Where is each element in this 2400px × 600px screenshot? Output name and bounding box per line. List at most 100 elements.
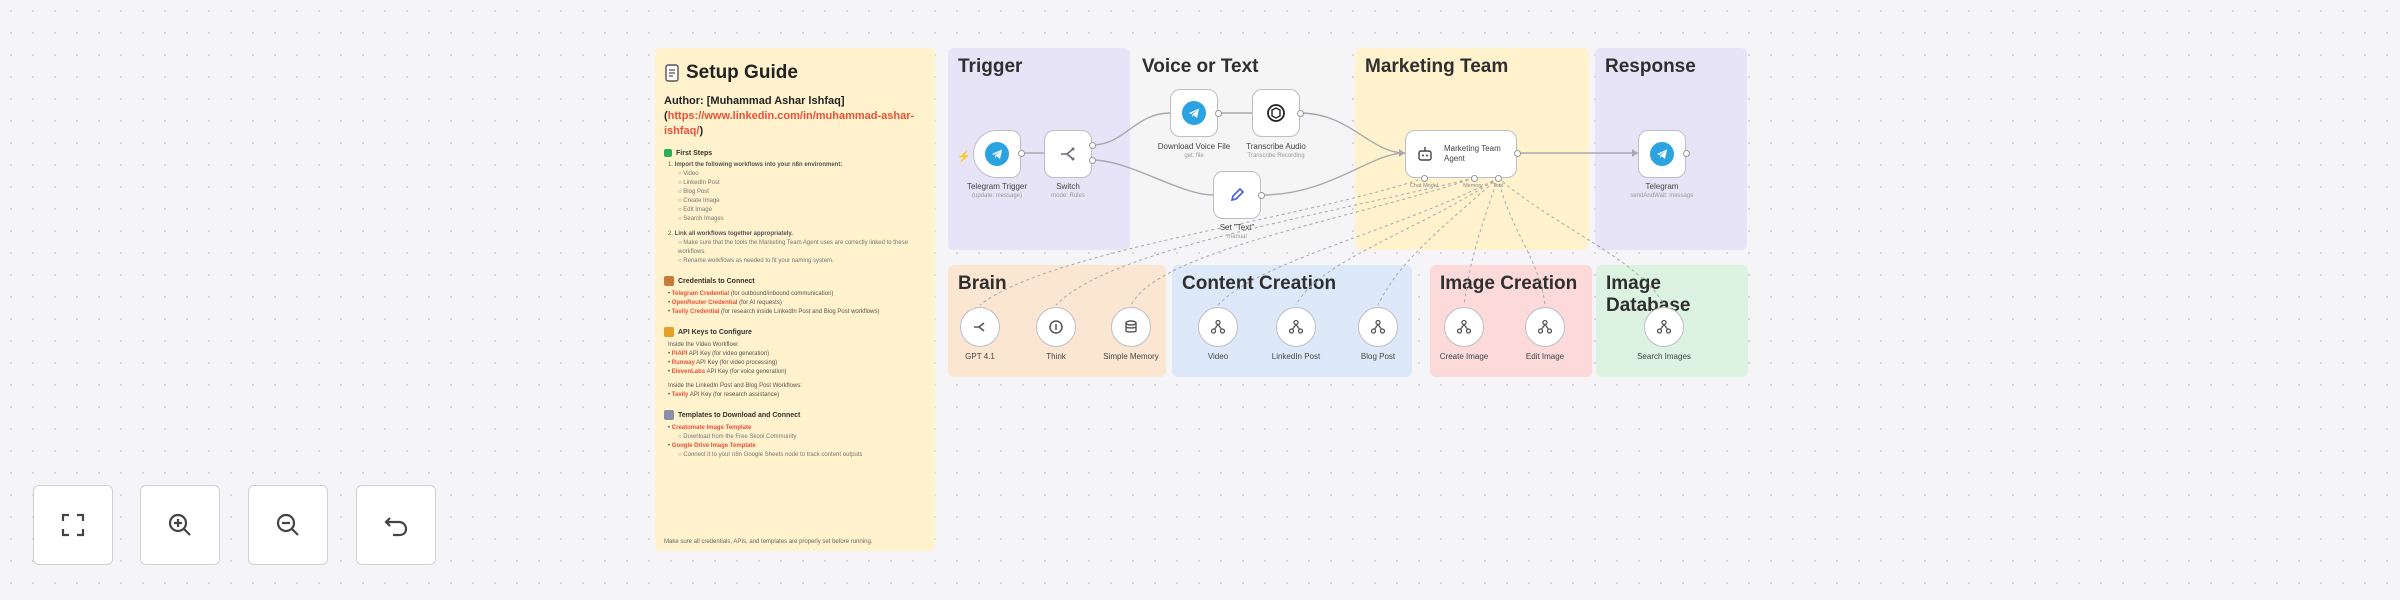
item-desc: (for research inside LinkedIn Post and B… — [721, 309, 880, 315]
undo-icon — [384, 517, 408, 537]
list-item: • Telegram Credential (for outbound/inbo… — [668, 291, 834, 297]
node-label: Marketing Team Agent — [1444, 144, 1501, 163]
workflow-name: Create Image — [683, 198, 720, 204]
node-sublabel: Transcribe Recording — [1247, 153, 1305, 159]
node-label: Blog Post — [1360, 352, 1396, 361]
zoom-in-button[interactable] — [140, 485, 220, 565]
openai-icon — [1267, 104, 1285, 122]
zoom-out-button[interactable] — [248, 485, 328, 565]
port-label-chat-model: Chat Model — [1409, 183, 1439, 189]
output-handle[interactable] — [1089, 157, 1096, 164]
api-inside-posts: Inside the LinkedIn Post and Blog Post W… — [668, 383, 802, 389]
item-desc: (for AI requests) — [739, 300, 782, 306]
import-text: Import the following workflows into your… — [674, 162, 843, 168]
section-title: API Keys to Configure — [678, 328, 752, 336]
workflow-item: ○ Create Image — [678, 198, 720, 204]
workflow-icon — [1370, 319, 1386, 334]
guide-title: Setup Guide — [686, 62, 798, 83]
api-video-list: • PiAPI API Key (for video generation)• … — [664, 350, 926, 377]
list-item: • OpenRouter Credential (for AI requests… — [668, 300, 782, 306]
workflow-icon — [1288, 319, 1304, 334]
port-label-tool: Tool — [1492, 183, 1504, 189]
think-icon — [1049, 320, 1063, 334]
api-inside-video: Inside the Video Workflow: — [668, 342, 739, 348]
node-simple-memory[interactable] — [1111, 307, 1151, 347]
link-line: 2. Link all workflows together appropria… — [668, 231, 793, 237]
list-item: • ElevenLabs API Key (for voice generati… — [668, 369, 787, 375]
section-title: Credentials to Connect — [678, 277, 755, 285]
output-handle[interactable] — [1215, 110, 1222, 117]
telegram-icon — [985, 142, 1009, 166]
item-desc: API Key (for research assistance) — [689, 392, 780, 398]
list-item: • Tavily API Key (for research assistanc… — [668, 392, 780, 398]
node-label: Telegram — [1645, 182, 1679, 191]
link-sub2-text: Rename workflows as needed to fit your n… — [683, 258, 834, 264]
guide-heading: Setup Guide — [664, 62, 926, 84]
group-title: Image Database — [1606, 273, 1691, 316]
node-linkedin-post-tool[interactable] — [1276, 307, 1316, 347]
workflow-icon — [1656, 319, 1672, 334]
item-desc: (for outbound/inbound communication) — [730, 291, 834, 297]
node-blog-post-tool[interactable] — [1358, 307, 1398, 347]
list-item: • Runway API Key (for video processing) — [668, 360, 778, 366]
item-name: Tavily — [671, 392, 689, 398]
section-title: Templates to Download and Connect — [678, 411, 801, 419]
node-label: LinkedIn Post — [1271, 352, 1321, 361]
node-telegram-trigger[interactable] — [973, 130, 1021, 178]
output-handle[interactable] — [1683, 150, 1690, 157]
author-link[interactable]: https://www.linkedin.com/in/muhammad-ash… — [664, 110, 915, 137]
fit-to-view-button[interactable] — [33, 485, 113, 565]
node-edit-image-tool[interactable] — [1525, 307, 1565, 347]
node-search-images-tool[interactable] — [1644, 307, 1684, 347]
output-handle[interactable] — [1018, 150, 1025, 157]
workflow-name: Blog Post — [683, 189, 709, 195]
node-marketing-team-agent[interactable]: Marketing Team Agent — [1405, 130, 1517, 178]
workflow-item: ○ Search Images — [678, 216, 724, 222]
workflow-item: ○ Edit Image — [678, 207, 712, 213]
group-title: Marketing Team — [1365, 56, 1509, 77]
switch-icon — [1061, 147, 1075, 161]
node-switch[interactable] — [1044, 130, 1092, 178]
node-sublabel: (update: message) — [971, 193, 1023, 199]
list-item: • Tavily Credential (for research inside… — [668, 309, 880, 315]
node-create-image-tool[interactable] — [1444, 307, 1484, 347]
output-handle[interactable] — [1258, 192, 1265, 199]
section-templates: Templates to Download and Connect — [664, 410, 926, 420]
group-title: Content Creation — [1182, 273, 1337, 294]
reset-zoom-button[interactable] — [356, 485, 436, 565]
input-handle-tool[interactable] — [1495, 175, 1502, 182]
group-title: Voice or Text — [1142, 56, 1259, 77]
setup-guide-note[interactable]: Setup Guide Author: [Muhammad Ashar lshf… — [655, 48, 935, 551]
node-set-text[interactable] — [1213, 171, 1261, 219]
node-download-voice-file[interactable] — [1170, 89, 1218, 137]
item-name: ElevenLabs — [671, 369, 706, 375]
openrouter-icon — [974, 322, 985, 332]
section-first-steps: First Steps — [664, 149, 926, 157]
output-handle[interactable] — [1089, 142, 1096, 149]
node-label: Create Image — [1439, 352, 1489, 361]
link-sub1-text: Make sure that the tools the Marketing T… — [678, 240, 908, 255]
node-telegram-send[interactable] — [1638, 130, 1686, 178]
template-sub: ○ Connect it to your n8n Google Sheets n… — [678, 452, 863, 458]
item-name: PiAPI — [671, 351, 688, 357]
workflow-icon — [1210, 319, 1226, 334]
api-posts-list: • Tavily API Key (for research assistanc… — [664, 391, 926, 400]
group-title: Image Creation — [1440, 273, 1578, 294]
workflow-name: Video — [683, 171, 699, 177]
guide-footer: Make sure all credentials, APIs, and tem… — [664, 539, 873, 545]
node-gpt-model[interactable] — [960, 307, 1000, 347]
input-handle-chat-model[interactable] — [1421, 175, 1428, 182]
output-handle[interactable] — [1514, 150, 1521, 157]
database-icon — [1125, 320, 1137, 333]
node-video-tool[interactable] — [1198, 307, 1238, 347]
notepad-icon — [665, 64, 679, 82]
node-transcribe-audio[interactable] — [1252, 89, 1300, 137]
fit-view-icon — [61, 513, 85, 537]
node-think-tool[interactable] — [1036, 307, 1076, 347]
checkmark-icon — [664, 149, 672, 157]
import-line: 1. Import the following workflows into y… — [668, 162, 843, 168]
input-handle-memory[interactable] — [1471, 175, 1478, 182]
output-handle[interactable] — [1297, 110, 1304, 117]
template-sub: ○ Download from the Free Skool Community — [678, 434, 797, 440]
